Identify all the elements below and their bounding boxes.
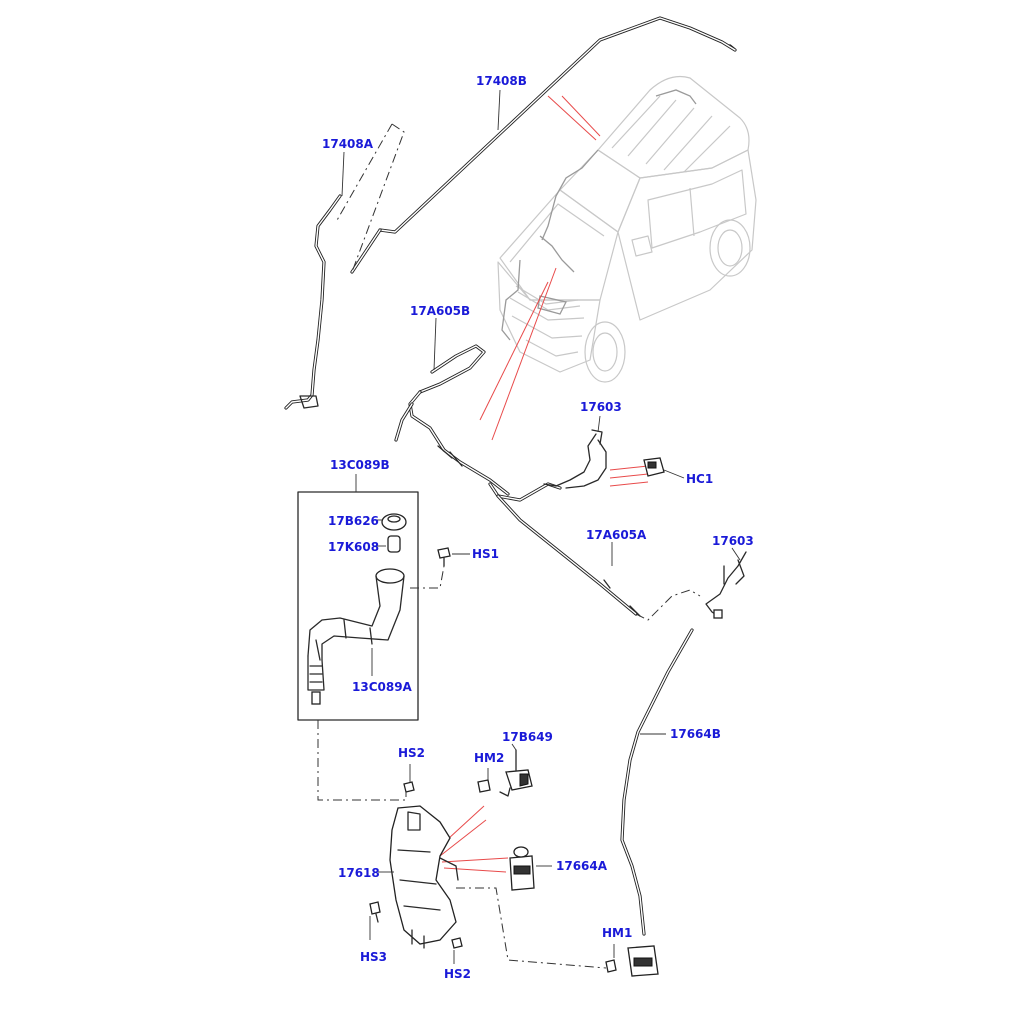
callout-17618: 17618 bbox=[338, 866, 380, 880]
callout-HS2-bottom: HS2 bbox=[444, 967, 472, 981]
callout-17A605B: 17A605B bbox=[410, 304, 471, 318]
callout-17408A: 17408A bbox=[322, 137, 374, 151]
callout-HM2: HM2 bbox=[474, 751, 505, 765]
callout-13C089A: 13C089A bbox=[352, 680, 412, 694]
callout-13C089B: 13C089B bbox=[330, 458, 390, 472]
callout-17K608: 17K608 bbox=[328, 540, 380, 554]
callout-HC1: HC1 bbox=[686, 472, 714, 486]
reservoir-17618 bbox=[369, 764, 607, 969]
pointer-lines bbox=[435, 95, 649, 873]
hose-17A605A bbox=[488, 482, 701, 621]
hose-17A605B bbox=[394, 344, 510, 496]
harness-17603-top bbox=[543, 429, 665, 489]
callout-17664A: 17664A bbox=[556, 859, 608, 873]
callout-17603-top: 17603 bbox=[580, 400, 622, 414]
hose-17408A bbox=[284, 123, 405, 410]
harness-17603-right bbox=[705, 551, 747, 619]
callout-HS3: HS3 bbox=[360, 950, 388, 964]
callout-HS2-top: HS2 bbox=[398, 746, 426, 760]
callout-HS1: HS1 bbox=[472, 547, 500, 561]
vehicle-outline bbox=[497, 75, 757, 383]
callout-17B649: 17B649 bbox=[502, 730, 553, 744]
screw-HS1 bbox=[410, 547, 470, 589]
hose-17408B bbox=[350, 16, 737, 274]
link-dash bbox=[317, 720, 407, 801]
callout-17B626: 17B626 bbox=[328, 514, 379, 528]
callout-17603-right: 17603 bbox=[712, 534, 754, 548]
callout-17A605A: 17A605A bbox=[586, 528, 647, 542]
callout-17664B: 17664B bbox=[670, 727, 721, 741]
callout-17408B: 17408B bbox=[476, 74, 527, 88]
hose-17664B bbox=[605, 628, 694, 977]
box-13C089B bbox=[297, 474, 419, 721]
callout-HM1: HM1 bbox=[602, 926, 633, 940]
pump-17664A bbox=[509, 846, 552, 891]
sensor-17B649 bbox=[477, 749, 533, 797]
